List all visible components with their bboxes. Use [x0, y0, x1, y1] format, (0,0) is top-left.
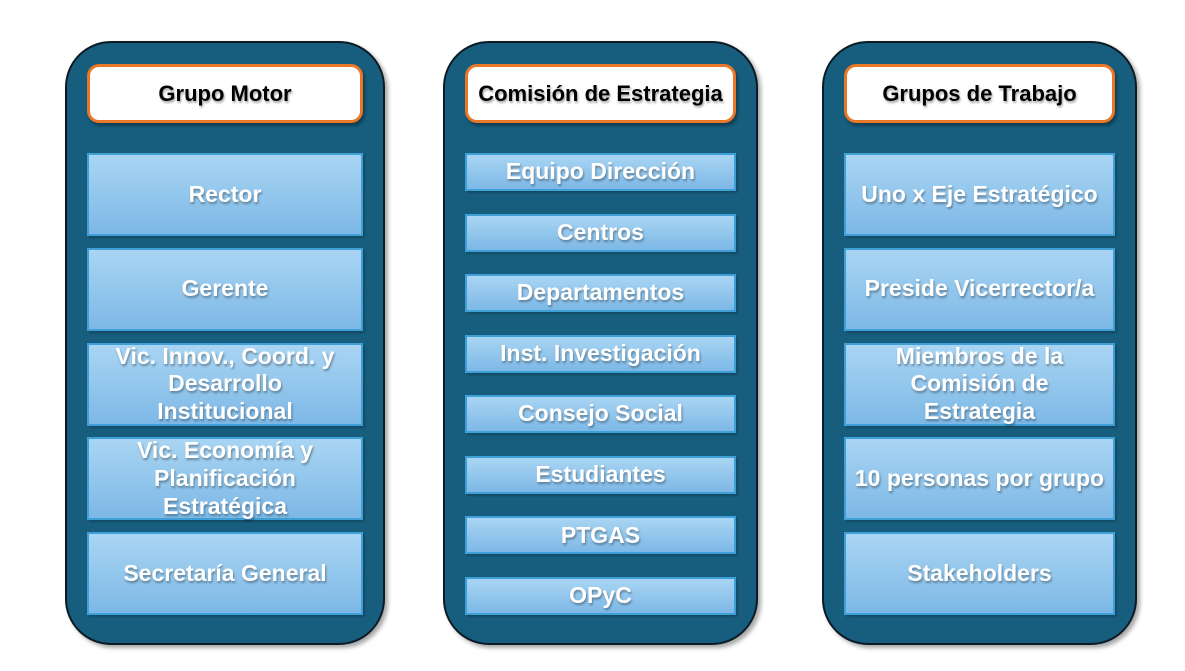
item-box: Rector	[87, 153, 363, 236]
item-box: Estudiantes	[465, 455, 736, 494]
item-box: Preside Vicerrector/a	[844, 247, 1115, 331]
column-header: Comisión de Estrategia	[465, 64, 736, 123]
column-title: Grupo Motor	[158, 80, 292, 106]
panel-grupo-motor: Grupo Motor Rector Gerente Vic. Innov., …	[65, 41, 385, 645]
item-box: Vic. Economía y Planificación Estratégic…	[87, 437, 363, 521]
item-box: Stakeholders	[844, 532, 1115, 615]
item-box: PTGAS	[465, 516, 736, 555]
item-box: Uno x Eje Estratégico	[844, 153, 1115, 236]
item-box: Consejo Social	[465, 395, 736, 434]
item-box: Miembros de la Comisión de Estrategia	[844, 342, 1115, 426]
column-items: Rector Gerente Vic. Innov., Coord. y Des…	[87, 153, 363, 615]
item-box: OPyC	[465, 576, 736, 615]
item-box: Equipo Dirección	[465, 153, 736, 191]
column-header: Grupos de Trabajo	[844, 64, 1115, 123]
column-items: Uno x Eje Estratégico Preside Vicerrecto…	[844, 153, 1115, 615]
column-title: Grupos de Trabajo	[882, 80, 1077, 106]
item-box: Inst. Investigación	[465, 334, 736, 373]
item-box: Secretaría General	[87, 532, 363, 615]
item-box: Departamentos	[465, 274, 736, 313]
item-box: Gerente	[87, 247, 363, 331]
column-header: Grupo Motor	[87, 64, 363, 123]
panel-grupos-trabajo: Grupos de Trabajo Uno x Eje Estratégico …	[822, 41, 1137, 645]
panel-comision-estrategia: Comisión de Estrategia Equipo Dirección …	[443, 41, 758, 645]
item-box: 10 personas por grupo	[844, 437, 1115, 521]
item-box: Vic. Innov., Coord. y Desarrollo Institu…	[87, 342, 363, 426]
column-title: Comisión de Estrategia	[478, 80, 723, 106]
item-box: Centros	[465, 213, 736, 252]
column-items: Equipo Dirección Centros Departamentos I…	[465, 153, 736, 615]
